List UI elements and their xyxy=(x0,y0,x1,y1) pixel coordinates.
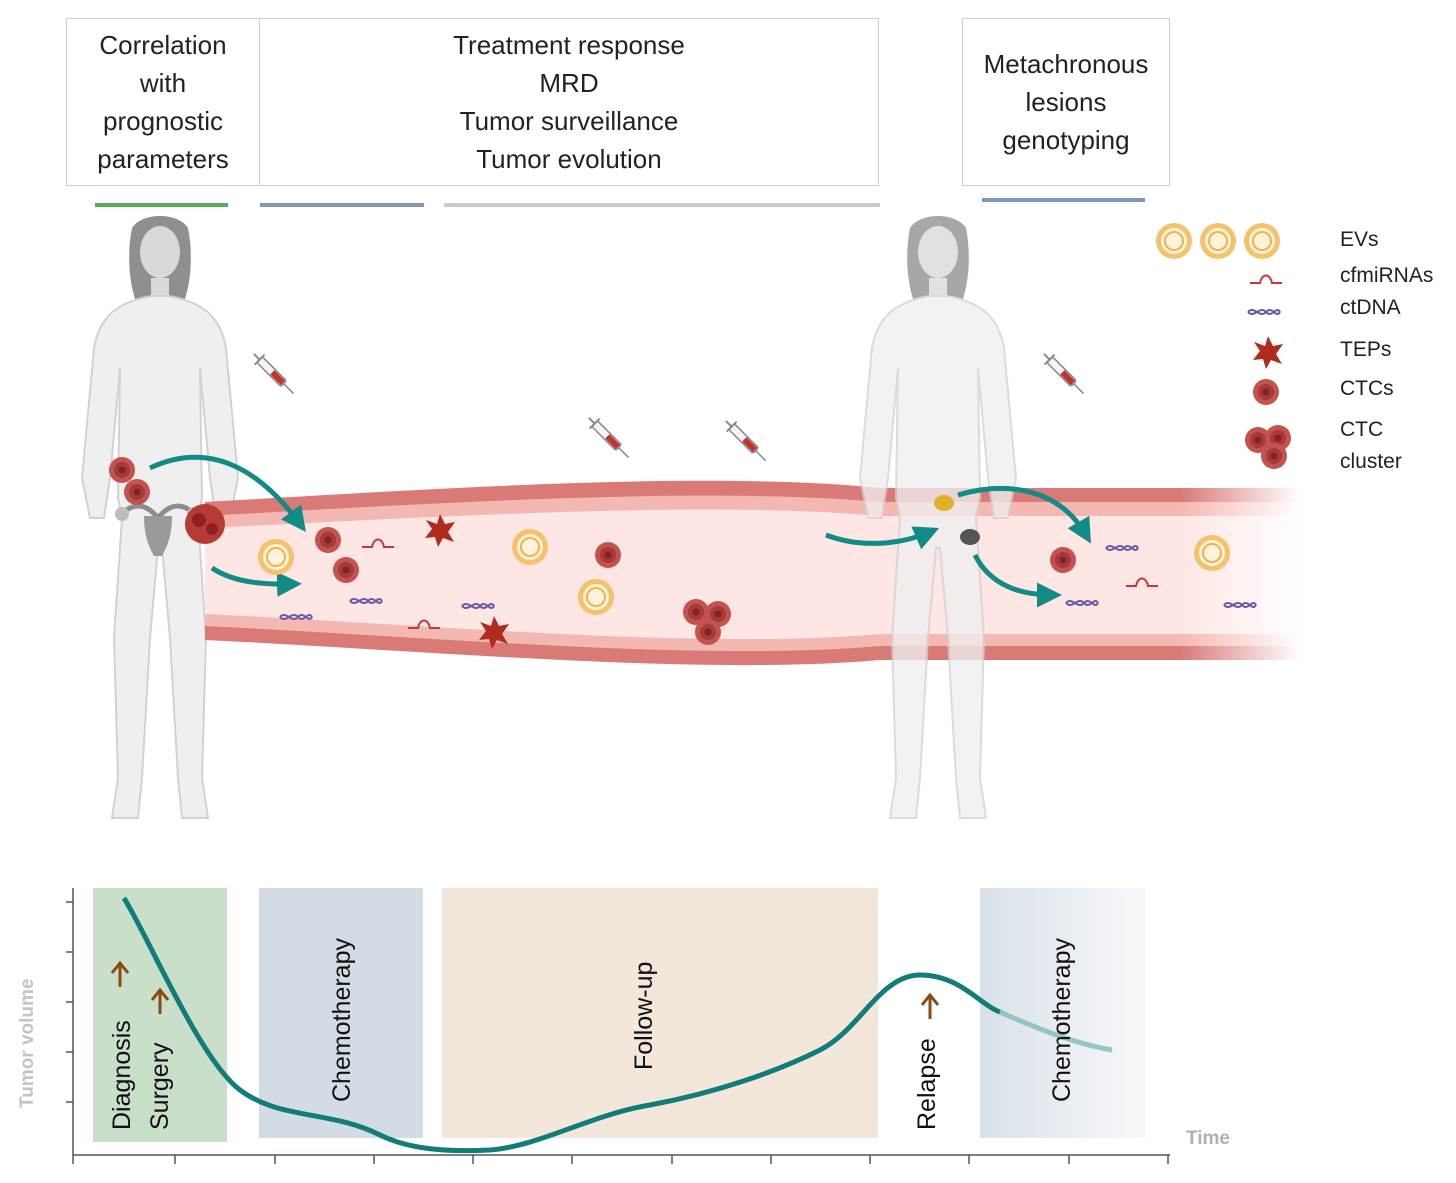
box-line: with xyxy=(139,68,187,98)
box-line: Treatment response xyxy=(453,30,685,60)
blood-vessel xyxy=(205,480,1300,670)
tumor-cell-icon xyxy=(124,479,150,505)
y-ticks xyxy=(66,901,73,1103)
box-metachronous: Metachronous lesions genotyping xyxy=(962,18,1170,186)
x-axis-label: Time xyxy=(1186,1128,1230,1149)
legend-label-ctc-cluster: CTC cluster xyxy=(1340,414,1402,478)
y-axis-label: Tumor volume xyxy=(17,979,38,1109)
tumor-volume-curve xyxy=(121,896,1001,1154)
box-treatment: Treatment response MRD Tumor surveillanc… xyxy=(259,18,879,186)
extracellular-vesicle-icon xyxy=(511,528,549,566)
event-arrow-icon xyxy=(920,992,940,1019)
tumor-cell-icon xyxy=(315,527,341,553)
tumor-cell-icon xyxy=(1050,547,1076,573)
mirna-icon xyxy=(1249,274,1283,284)
phase-band-diagnosis xyxy=(93,888,227,1142)
syringe-icon xyxy=(720,415,772,467)
extracellular-vesicle-icon xyxy=(1155,222,1281,260)
legend-line: cluster xyxy=(1340,450,1402,473)
dissemination-arrow xyxy=(825,526,940,550)
primary-tumor-icon xyxy=(185,504,225,544)
tumor-volume-curve-tail xyxy=(998,1009,1113,1053)
phase-label-diagnosis: Diagnosis xyxy=(108,1020,136,1130)
box-line: Correlation xyxy=(99,30,227,60)
box-line: Tumor surveillance xyxy=(459,106,679,136)
legend-label-ctdna: ctDNA xyxy=(1340,296,1401,319)
dna-helix-icon xyxy=(1247,308,1281,316)
syringe-icon xyxy=(1038,348,1090,400)
phase-label-follow-up: Follow-up xyxy=(630,962,658,1070)
syringe-icon xyxy=(248,348,300,400)
phase-label-surgery: Surgery xyxy=(146,1042,174,1130)
legend-icons xyxy=(1155,222,1291,469)
cell-cluster-icon xyxy=(1245,425,1291,469)
box-line: parameters xyxy=(97,144,229,174)
syringe-icon xyxy=(583,412,635,464)
x-ticks xyxy=(72,1155,1169,1164)
metastasis-lesion xyxy=(934,495,954,511)
phase-band-follow-up xyxy=(442,888,878,1138)
event-arrow-icon xyxy=(110,960,130,987)
extracellular-vesicle-icon xyxy=(577,578,615,616)
box-line: genotyping xyxy=(1002,125,1130,155)
box-prognostic: Correlation with prognostic parameters xyxy=(66,18,260,186)
dissemination-arrow xyxy=(148,454,306,533)
legend-label-ctcs: CTCs xyxy=(1340,377,1394,400)
event-arrow-icon xyxy=(150,987,170,1014)
extracellular-vesicle-icon xyxy=(257,538,295,576)
legend-label-cfmirnas: cfmiRNAs xyxy=(1340,264,1434,287)
legend-label-evs: EVs xyxy=(1340,228,1379,251)
tumor-cell-icon xyxy=(109,457,135,483)
dissemination-arrow xyxy=(957,486,1092,544)
box-line: prognostic xyxy=(103,106,223,136)
phase-label-chemotherapy: Chemotherapy xyxy=(328,938,356,1102)
box-line: lesions xyxy=(1025,87,1107,117)
phase-label-chemotherapy-2: Chemotherapy xyxy=(1048,938,1076,1102)
tumor-cell-icon xyxy=(595,542,621,568)
platelet-icon xyxy=(1253,336,1283,369)
tumor-cell-icon xyxy=(333,557,359,583)
extracellular-vesicle-icon xyxy=(1193,534,1231,572)
box-line: Metachronous xyxy=(983,49,1149,79)
legend-line: CTC xyxy=(1340,418,1384,441)
metastasis-lesion xyxy=(960,529,980,545)
phase-label-relapse: Relapse xyxy=(913,1038,941,1130)
box-line: Tumor evolution xyxy=(476,144,662,174)
dissemination-arrow xyxy=(972,553,1062,608)
legend-label-teps: TEPs xyxy=(1340,338,1392,361)
box-line: MRD xyxy=(539,68,599,98)
tumor-cell-icon xyxy=(1253,379,1279,405)
dissemination-arrow xyxy=(210,565,302,597)
timeline-chart: Tumor volume Time Diagnosis Surgery Chem… xyxy=(17,888,1230,1164)
phase-band-chemotherapy xyxy=(259,888,423,1138)
